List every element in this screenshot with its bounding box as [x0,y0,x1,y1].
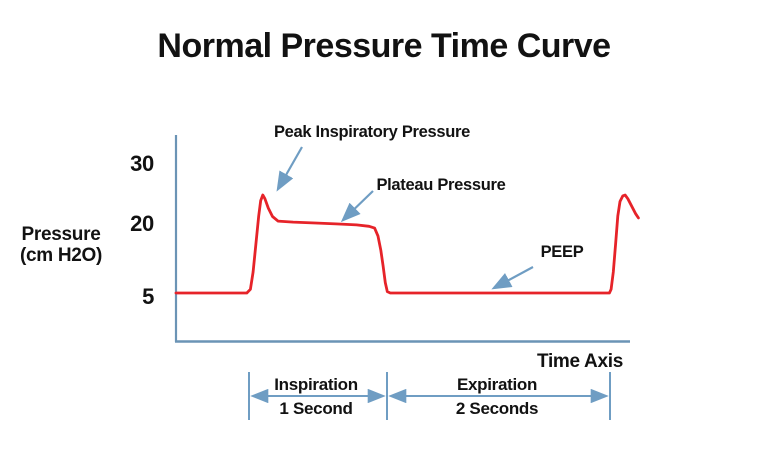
peep-label: PEEP [541,243,584,261]
x-axis-label: Time Axis [537,351,623,372]
plateau-pressure-label: Plateau Pressure [376,176,505,194]
expiration-label: Expiration [457,375,537,394]
pressure-curve [174,193,640,295]
peak-pressure-arrow-icon [276,146,303,192]
expiration-duration-label: 2 Seconds [456,399,538,418]
y-tick-5: 5 [142,284,154,309]
inspiration-label: Inspiration [274,375,358,394]
peep-arrow-icon [491,266,534,290]
y-tick-30: 30 [130,151,154,176]
peak-inspiratory-pressure-label: Peak Inspiratory Pressure [274,123,470,141]
plateau-pressure-arrow-icon [340,190,374,223]
y-tick-20: 20 [130,211,154,236]
y-axis-label-line2: (cm H2O) [20,245,102,266]
y-axis-label-line1: Pressure [22,224,101,245]
inspiration-duration-label: 1 Second [279,399,352,418]
page-title: Normal Pressure Time Curve [157,27,611,65]
